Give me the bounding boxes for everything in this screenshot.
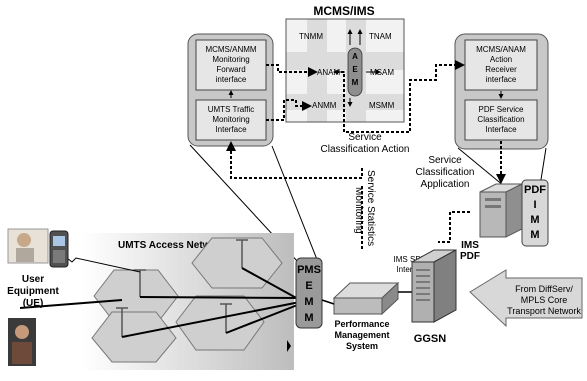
- box-line: Forward: [216, 65, 245, 74]
- aem-capsule: [347, 47, 363, 97]
- box-line: Monitoring: [212, 55, 249, 64]
- marker-dot: [287, 340, 291, 352]
- pms-m1-label: M: [304, 296, 313, 308]
- ims-pdf-label-line2: PDF: [460, 251, 480, 262]
- pms-label: PMS: [297, 264, 321, 276]
- pdf-imm-box: [521, 179, 549, 247]
- pms-m2-label: M: [304, 312, 313, 324]
- tnam-label: TNAM: [369, 32, 392, 41]
- aem-letter-a: A: [352, 52, 358, 61]
- mobile-phone-icon: [49, 230, 69, 268]
- anam-label: ANAM: [317, 68, 340, 77]
- pdf-imm-pdf: PDF: [524, 184, 546, 196]
- pms-name-line2: Management: [334, 330, 389, 340]
- umts-access-network-label: UMTS Access Network: [118, 240, 226, 251]
- diffserv-label-line3: Transport Network: [507, 306, 581, 316]
- box-line: Interface: [485, 125, 517, 134]
- service-classification-application-line: Application: [421, 179, 470, 190]
- pdf-imm-i: I: [533, 199, 536, 211]
- box-line: interface: [486, 75, 517, 84]
- box-line: Monitoring: [212, 115, 249, 124]
- msmm-label: MSMM: [369, 101, 395, 110]
- ims-pdf-label-line1: IMS: [461, 240, 479, 251]
- service-classification-application-line: Classification: [416, 167, 475, 178]
- aem-letter-m: M: [352, 78, 359, 87]
- box-line: MCMS/ANAM: [476, 45, 526, 54]
- classification-action-label: Classification Action: [321, 144, 410, 155]
- user-photo-top: [7, 228, 49, 264]
- mcms-anmm-monitoring-forward-interface-box: [195, 39, 267, 91]
- service-label: Service: [348, 132, 382, 143]
- box-line: PDF Service: [479, 105, 524, 114]
- box-line: Receiver: [485, 65, 517, 74]
- user-equipment-line2: Equipment: [7, 286, 59, 297]
- ggsn-router-icon: [411, 249, 457, 323]
- pms-name-line3: System: [346, 341, 378, 351]
- diffserv-label-line2: MPLS Core: [521, 295, 568, 305]
- dashed-signal-paths: [226, 60, 506, 250]
- user-equipment-line1: User: [22, 274, 44, 285]
- user-equipment-line3: (UE): [23, 298, 44, 309]
- box-line: Interface: [215, 125, 247, 134]
- mcms-anam-action-receiver-interface-box: [464, 39, 538, 91]
- diffserv-arrow-shape: [469, 269, 583, 328]
- pms-link: [321, 299, 335, 305]
- ims-pdf-server-icon: [479, 183, 523, 238]
- ggsn-label: GGSN: [414, 333, 446, 345]
- aem-letter-e: E: [352, 65, 358, 74]
- pdf-service-classification-interface-box: [464, 99, 538, 141]
- service-classification-application-line: Service: [428, 155, 462, 166]
- tnmm-label: TNMM: [299, 32, 323, 41]
- ims-sblp-label-line1: IMS SBLP: [394, 255, 431, 264]
- performance-management-system-icon: [332, 281, 400, 316]
- pms-e-label: E: [305, 280, 312, 292]
- pms-name-line1: Performance: [334, 319, 389, 329]
- box-line: UMTS Traffic: [208, 105, 255, 114]
- umts-traffic-monitoring-interface-box: [195, 99, 267, 141]
- pms-emm-box: [295, 257, 323, 329]
- box-line: Classification: [477, 115, 524, 124]
- anmm-label: ANMM: [312, 101, 337, 110]
- cell-towers: [116, 239, 248, 337]
- pdf-imm-m2: M: [530, 229, 539, 241]
- box-line: interface: [216, 75, 247, 84]
- box-line: MCMS/ANMM: [205, 45, 256, 54]
- diffserv-label-line1: From DiffServ/: [515, 284, 573, 294]
- cell-hexagons: [91, 237, 283, 363]
- pdf-imm-m1: M: [530, 214, 539, 226]
- user-photo-bottom: [8, 318, 36, 366]
- service-statistics-label: Service Statistics: [365, 170, 376, 246]
- msam-label: MSAM: [370, 68, 394, 77]
- monitoring-label: Monitoring: [353, 187, 364, 234]
- box-line: Action: [490, 55, 512, 64]
- mcms-ims-title: MCMS/IMS: [313, 4, 374, 18]
